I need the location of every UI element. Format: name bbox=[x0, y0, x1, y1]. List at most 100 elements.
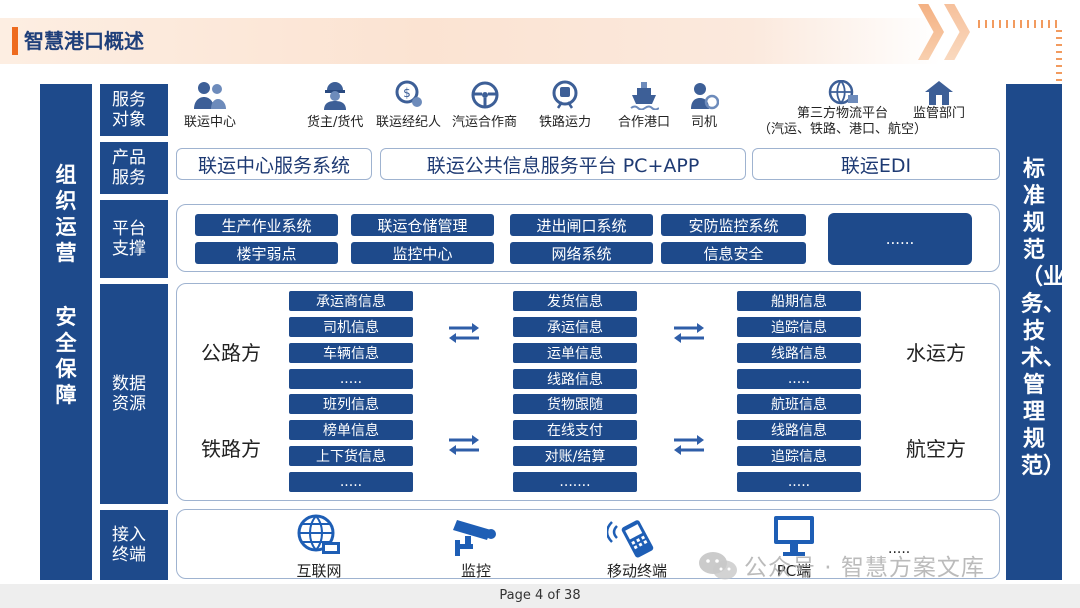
terminal-label: PC端 bbox=[776, 562, 812, 580]
data-item: 在线支付 bbox=[513, 420, 637, 440]
page-number: Page 4 of 38 bbox=[499, 588, 581, 603]
service-object: 汽运合作商 bbox=[452, 80, 517, 130]
service-object: 监管部门 bbox=[913, 80, 965, 121]
camera-icon bbox=[453, 520, 496, 556]
party-road: 公路方 bbox=[201, 341, 261, 365]
service-object-label: 联运中心 bbox=[184, 115, 237, 130]
data-item: 线路信息 bbox=[513, 369, 637, 389]
product-box: 联运公共信息服务平台 PC+APP bbox=[380, 148, 746, 180]
row-label-platform: 平台支撑 bbox=[100, 200, 168, 278]
data-item: ..... bbox=[737, 472, 861, 492]
platform-item: 信息安全 bbox=[661, 242, 806, 264]
exchange-arrows-icon bbox=[674, 323, 704, 343]
data-item: 上下货信息 bbox=[289, 446, 413, 466]
terminal-item: 移动终端 bbox=[607, 514, 667, 581]
data-item: 承运信息 bbox=[513, 317, 637, 337]
data-item: ..... bbox=[289, 472, 413, 492]
tick-decoration-vertical bbox=[1056, 30, 1062, 82]
platform-item: 楼宇弱点 bbox=[195, 242, 338, 264]
service-object-label: 第三方物流平台 bbox=[797, 106, 889, 121]
platform-item-more: ...... bbox=[828, 213, 972, 265]
platform-item: 监控中心 bbox=[351, 242, 494, 264]
train-icon bbox=[552, 80, 578, 109]
agent-icon: $ bbox=[395, 80, 422, 107]
party-water: 水运方 bbox=[906, 341, 966, 365]
left-bar-top-text: 组织运营 bbox=[55, 163, 77, 265]
row-label-data: 数据资源 bbox=[100, 284, 168, 504]
product-box: 联运中心服务系统 bbox=[176, 148, 372, 180]
data-item: 班列信息 bbox=[289, 394, 413, 414]
footer-bar bbox=[0, 584, 1080, 608]
terminal-label: 移动终端 bbox=[607, 562, 668, 580]
service-object: 联运中心 bbox=[184, 80, 236, 130]
svg-text:$: $ bbox=[403, 86, 411, 100]
left-bar-bottom-text: 安全保障 bbox=[55, 305, 77, 407]
data-item: 对账/结算 bbox=[513, 446, 637, 466]
people-icon bbox=[194, 82, 226, 109]
data-item: ....... bbox=[513, 472, 637, 492]
data-item: 船期信息 bbox=[737, 291, 861, 311]
service-object: $ 联运经纪人 bbox=[376, 80, 441, 130]
service-object: 第三方物流平台 （汽运、铁路、港口、航空） bbox=[758, 80, 927, 137]
terminal-item: PC端 bbox=[772, 514, 816, 581]
house-icon bbox=[925, 81, 953, 105]
exchange-arrows-icon bbox=[449, 435, 479, 455]
data-item: 航班信息 bbox=[737, 394, 861, 414]
service-object-label: 监管部门 bbox=[913, 106, 966, 121]
data-item: ..... bbox=[737, 369, 861, 389]
title-accent-bar bbox=[12, 27, 18, 55]
data-item: 线路信息 bbox=[737, 343, 861, 363]
data-item: 车辆信息 bbox=[289, 343, 413, 363]
service-object-label: 联运经纪人 bbox=[376, 115, 442, 130]
ship-icon bbox=[630, 82, 659, 110]
tick-decoration bbox=[978, 20, 1062, 28]
steering-wheel-icon bbox=[471, 81, 498, 109]
monitor-icon bbox=[774, 516, 814, 556]
service-object-label: 司机 bbox=[690, 115, 717, 130]
right-bar: 标准规范（业务、技术、管理规范） bbox=[1006, 84, 1065, 580]
service-object-sublabel: （汽运、铁路、港口、航空） bbox=[758, 122, 928, 137]
data-item: 追踪信息 bbox=[737, 317, 861, 337]
data-item: 线路信息 bbox=[737, 420, 861, 440]
exchange-arrows-icon bbox=[674, 435, 704, 455]
service-object: 货主/货代 bbox=[307, 80, 363, 130]
page-title: 智慧港口概述 bbox=[24, 29, 144, 53]
left-bar: 组织运营 安全保障 bbox=[40, 84, 92, 580]
service-object: 铁路运力 bbox=[539, 80, 591, 130]
worker-icon bbox=[324, 82, 347, 110]
data-item: 货物跟随 bbox=[513, 394, 637, 414]
product-box: 联运EDI bbox=[752, 148, 1000, 180]
exchange-arrows-icon bbox=[449, 323, 479, 343]
service-object: 司机 bbox=[689, 80, 719, 130]
terminal-item: 互联网 bbox=[296, 514, 342, 581]
internet-icon bbox=[297, 514, 340, 554]
driver-icon bbox=[691, 83, 719, 110]
terminal-label: 互联网 bbox=[296, 562, 342, 580]
chevron-decoration bbox=[944, 4, 970, 60]
data-item: 司机信息 bbox=[289, 317, 413, 337]
wechat-icon bbox=[699, 552, 737, 580]
header-band bbox=[0, 18, 940, 64]
platform-item: 安防监控系统 bbox=[661, 214, 806, 236]
data-panel bbox=[176, 283, 1000, 501]
data-item: ..... bbox=[289, 369, 413, 389]
terminal-label: 监控 bbox=[460, 562, 491, 580]
data-item: 发货信息 bbox=[513, 291, 637, 311]
row-label-service: 服务对象 bbox=[100, 84, 168, 136]
data-item: 榜单信息 bbox=[289, 420, 413, 440]
data-item: 运单信息 bbox=[513, 343, 637, 363]
data-item: 承运商信息 bbox=[289, 291, 413, 311]
logistics-globe-icon bbox=[828, 80, 858, 105]
watermark-text: 公众号 · 智慧方案文库 bbox=[744, 555, 985, 581]
party-rail: 铁路方 bbox=[201, 437, 261, 461]
service-object-label: 合作港口 bbox=[618, 115, 671, 130]
row-label-product: 产品服务 bbox=[100, 142, 168, 194]
platform-item: 生产作业系统 bbox=[195, 214, 338, 236]
service-object: 合作港口 bbox=[618, 80, 670, 130]
party-air: 航空方 bbox=[906, 437, 966, 461]
row-label-terminal: 接入终端 bbox=[100, 510, 168, 580]
data-item: 追踪信息 bbox=[737, 446, 861, 466]
platform-item: 网络系统 bbox=[510, 242, 653, 264]
platform-item: 进出闸口系统 bbox=[510, 214, 653, 236]
terminal-item: 监控 bbox=[451, 514, 501, 581]
